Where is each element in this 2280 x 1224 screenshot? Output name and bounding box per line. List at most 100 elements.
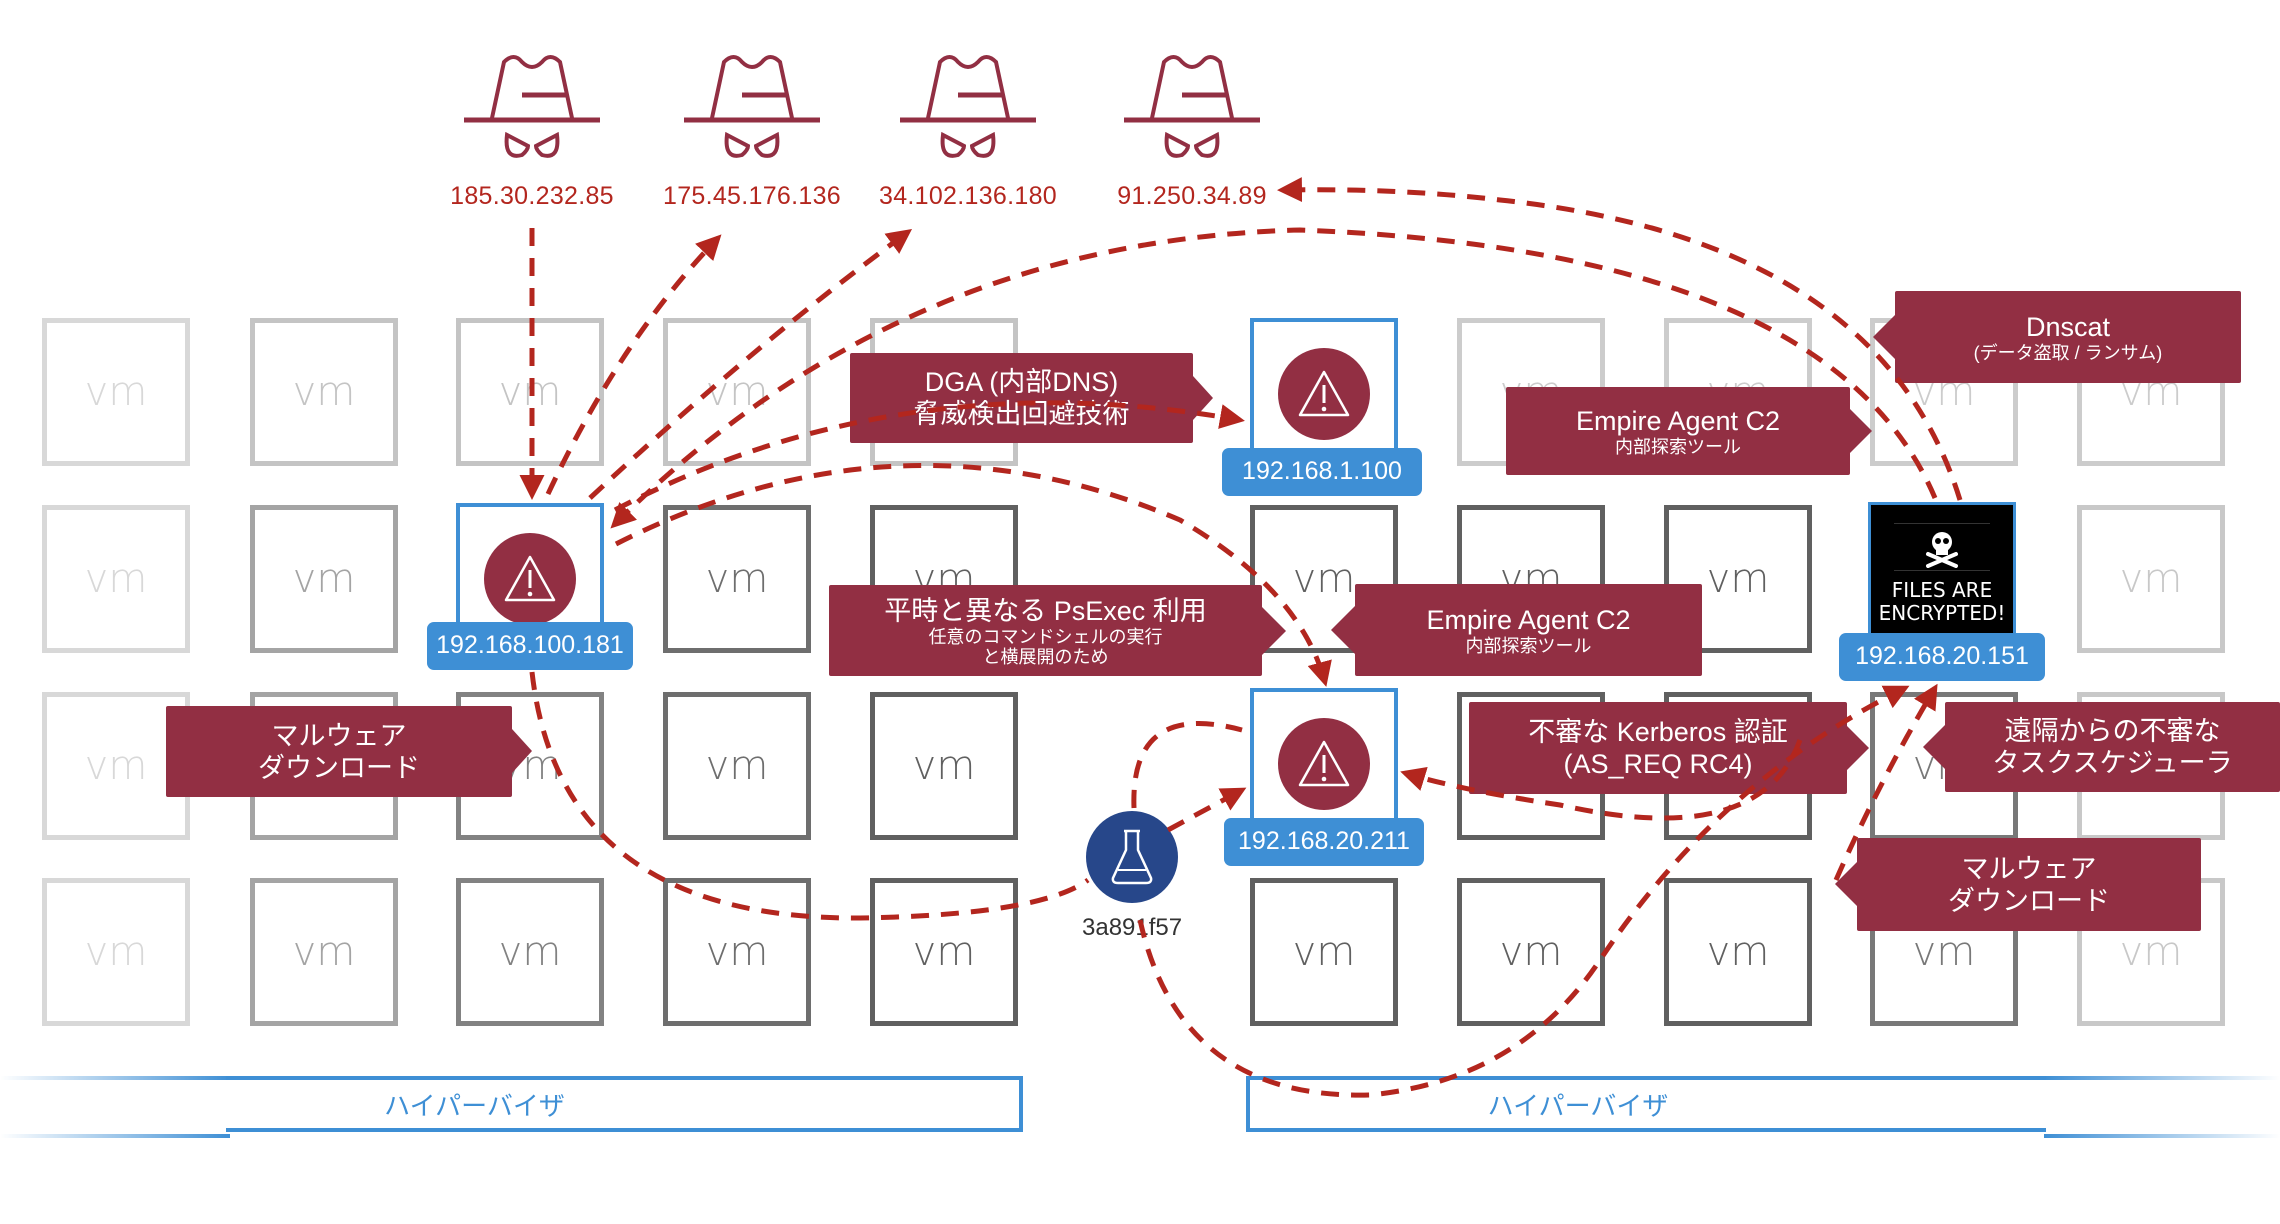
vm-box[interactable]: vm	[1457, 878, 1605, 1026]
vm-box[interactable]: vm	[870, 878, 1018, 1026]
vm-box[interactable]: vm	[456, 878, 604, 1026]
hacker-hat-icon	[464, 55, 600, 158]
host-192-168-20-151[interactable]: FILES ARE ENCRYPTED!	[1868, 502, 2016, 634]
vm-label: vm	[1912, 929, 1976, 975]
vm-label: vm	[705, 743, 769, 789]
attacker-1[interactable]: 185.30.232.85	[432, 50, 632, 211]
ransom-text-line1: FILES ARE	[1891, 578, 1993, 602]
callout-title: Dnscat	[2025, 312, 2111, 342]
skull-crossbones-icon	[1926, 532, 1958, 568]
hypervisor-fade	[2044, 1076, 2280, 1080]
hypervisor-label: ハイパーバイザ	[1487, 1090, 1669, 1121]
callout-subtitle: 任意のコマンドシェルの実行	[928, 626, 1163, 647]
vm-label: vm	[1292, 556, 1356, 602]
vm-label: vm	[2119, 556, 2183, 602]
vm-label: vm	[705, 929, 769, 975]
vm-label: vm	[705, 556, 769, 602]
callout-subtitle: 内部探索ツール	[1615, 437, 1741, 457]
callout-pointer	[1262, 607, 1286, 655]
callout-title: 平時と異なる PsExec 利用	[884, 595, 1207, 626]
callout-dga: DGA (内部DNS) 脅威検出回避技術	[850, 353, 1213, 443]
callout-pointer	[1850, 409, 1872, 453]
vm-box[interactable]: vm	[42, 505, 190, 653]
malware-sample[interactable]	[1086, 811, 1178, 903]
vm-box[interactable]: vm	[663, 505, 811, 653]
callout-kerberos: 不審な Kerberos 認証 (AS_REQ RC4)	[1469, 702, 1869, 794]
callout-title: Empire Agent C2	[1426, 605, 1631, 635]
host-ip-tag: 192.168.20.151	[1839, 633, 2045, 681]
warning-icon	[504, 555, 556, 602]
vm-box[interactable]: vm	[663, 878, 811, 1026]
screen-divider	[1894, 570, 1990, 571]
vm-label: vm	[1706, 929, 1770, 975]
hypervisor-right[interactable]: ハイパーバイザ	[1246, 1076, 2046, 1132]
vm-label: vm	[84, 556, 148, 602]
host-ip-tag: 192.168.1.100	[1222, 448, 1422, 496]
hypervisor-fade	[0, 1076, 230, 1080]
warning-icon	[1298, 370, 1350, 417]
vm-box[interactable]: vm	[870, 692, 1018, 840]
hypervisor-left[interactable]: ハイパーバイザ	[226, 1076, 1023, 1132]
callout-malware-left: マルウェア ダウンロード	[166, 706, 532, 797]
hacker-hat-icon	[1124, 55, 1260, 158]
vm-label: vm	[912, 743, 976, 789]
vm-label: vm	[1292, 929, 1356, 975]
vm-box[interactable]: vm	[2077, 505, 2225, 653]
vm-box[interactable]: vm	[250, 505, 398, 653]
callout-subtitle: ダウンロード	[258, 752, 420, 783]
path-sample-to-h3	[1131, 720, 1243, 809]
host-ip-tag: 192.168.100.181	[427, 622, 633, 670]
callout-title: 遠隔からの不審な	[2004, 716, 2221, 746]
callout-subtitle-2: と横展開のため	[982, 646, 1109, 667]
callout-pointer	[1331, 606, 1355, 654]
vm-label: vm	[705, 369, 769, 415]
vm-box[interactable]: vm	[663, 318, 811, 466]
callout-title: Empire Agent C2	[1575, 406, 1781, 436]
hypervisor-fade	[0, 1134, 230, 1138]
attacker-3[interactable]: 34.102.136.180	[868, 50, 1068, 211]
vm-box[interactable]: vm	[1664, 878, 1812, 1026]
callout-psexec: 平時と異なる PsExec 利用 任意のコマンドシェルの実行 と横展開のため	[829, 585, 1286, 676]
callout-pointer	[1923, 725, 1945, 769]
vm-box[interactable]: vm	[663, 692, 811, 840]
vm-label: vm	[912, 929, 976, 975]
callout-task-scheduler: 遠隔からの不審な タスクスケジューラ	[1923, 702, 2280, 792]
callout-empire-mid: Empire Agent C2 内部探索ツール	[1331, 584, 1702, 676]
vm-label: vm	[84, 929, 148, 975]
alert-badge	[1278, 718, 1370, 810]
hacker-hat-icon	[900, 55, 1036, 158]
callout-title: マルウェア	[271, 720, 407, 751]
vm-box[interactable]: vm	[1250, 878, 1398, 1026]
hypervisor-fade	[2044, 1134, 2280, 1138]
hacker-hat-icon	[684, 55, 820, 158]
attacker-2[interactable]: 175.45.176.136	[652, 50, 852, 211]
attacker-ip: 175.45.176.136	[663, 182, 841, 210]
callout-pointer	[512, 729, 532, 773]
vm-label: vm	[1706, 556, 1770, 602]
callout-title: マルウェア	[1961, 853, 2097, 884]
vm-box[interactable]: vm	[250, 318, 398, 466]
callout-subtitle: (AS_REQ RC4)	[1563, 749, 1753, 779]
attacker-4[interactable]: 91.250.34.89	[1092, 50, 1292, 211]
attacker-ip: 91.250.34.89	[1117, 182, 1267, 210]
callout-title: 不審な Kerberos 認証	[1528, 717, 1788, 747]
callout-pointer	[1847, 726, 1869, 770]
callout-empire-top: Empire Agent C2 内部探索ツール	[1506, 387, 1872, 475]
host-192-168-20-211[interactable]	[1250, 688, 1398, 836]
vm-label: vm	[292, 369, 356, 415]
callout-pointer	[1873, 315, 1895, 359]
vm-box[interactable]: vm	[42, 318, 190, 466]
host-192-168-1-100[interactable]	[1250, 318, 1398, 466]
hypervisor-label: ハイパーバイザ	[384, 1090, 565, 1121]
callout-dnscat: Dnscat (データ盗取 / ランサム)	[1873, 291, 2241, 383]
attacker-ip: 185.30.232.85	[450, 182, 614, 210]
callout-pointer	[1193, 376, 1213, 420]
callout-pointer	[1835, 862, 1857, 906]
host-ip-tag: 192.168.20.211	[1224, 818, 1424, 866]
callout-malware-right: マルウェア ダウンロード	[1835, 838, 2201, 931]
screen-divider	[1894, 523, 1990, 524]
vm-box[interactable]: vm	[456, 318, 604, 466]
vm-box[interactable]: vm	[42, 878, 190, 1026]
vm-box[interactable]: vm	[250, 878, 398, 1026]
